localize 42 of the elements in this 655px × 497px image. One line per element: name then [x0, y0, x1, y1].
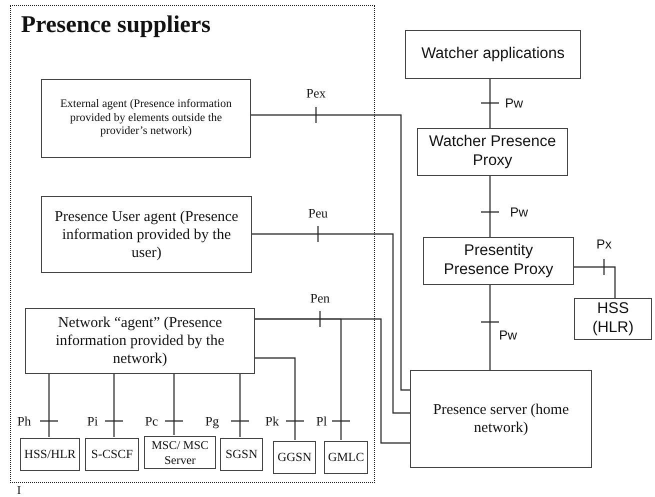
interface-line — [164, 372, 184, 436]
edge-label: Pi — [86, 414, 99, 428]
interface-line — [480, 78, 500, 129]
interface-line — [250, 225, 411, 414]
edge-label: Pw — [504, 96, 524, 110]
edge-label: Peu — [307, 206, 329, 220]
entity-box: HSS/HLR — [20, 438, 80, 471]
edge-label: Pl — [315, 414, 328, 428]
edge-label: Pk — [264, 414, 280, 428]
edge-label: Pw — [498, 328, 518, 342]
entity-box: Watcher applications — [405, 30, 581, 79]
interface-line — [253, 357, 305, 441]
entity-box: Presence User agent (Presence information provided by the user) — [41, 196, 252, 273]
group-heading: Presence suppliers — [21, 12, 211, 39]
entity-box: Presentity Presence Proxy — [423, 237, 574, 285]
edge-label: Pen — [309, 292, 331, 304]
interface-line — [253, 318, 351, 441]
edge-label: Pc — [144, 414, 159, 428]
interface-line — [480, 284, 500, 371]
interface-line — [573, 258, 616, 299]
interface-line — [39, 372, 59, 438]
stray-mark: I — [17, 484, 21, 496]
dotted-group-frame — [10, 5, 375, 483]
entity-box: S-CSCF — [85, 438, 139, 471]
edge-label: Ph — [16, 414, 32, 428]
edge-label: Pex — [305, 86, 327, 100]
entity-box: GGSN — [273, 441, 316, 474]
entity-box: MSC/ MSC Server — [144, 436, 216, 469]
entity-box: SGSN — [220, 438, 263, 471]
interface-line — [230, 372, 250, 438]
entity-box: Presence server (home network) — [410, 370, 592, 468]
entity-box: External agent (Presence information provided by elements outside the provider’s network) — [41, 79, 251, 158]
edge-label: Pg — [204, 414, 220, 428]
entity-box: GMLC — [324, 441, 368, 474]
interface-line — [480, 175, 500, 238]
edge-label: Pw — [509, 206, 530, 218]
entity-box: Watcher Presence Proxy — [417, 128, 568, 176]
entity-box: HSS (HLR) — [574, 298, 652, 340]
entity-box: Network “agent” (Presence information provided by the network) — [25, 308, 255, 374]
edge-label: Px — [595, 238, 613, 250]
interface-line — [104, 372, 124, 438]
interface-line — [249, 106, 411, 391]
